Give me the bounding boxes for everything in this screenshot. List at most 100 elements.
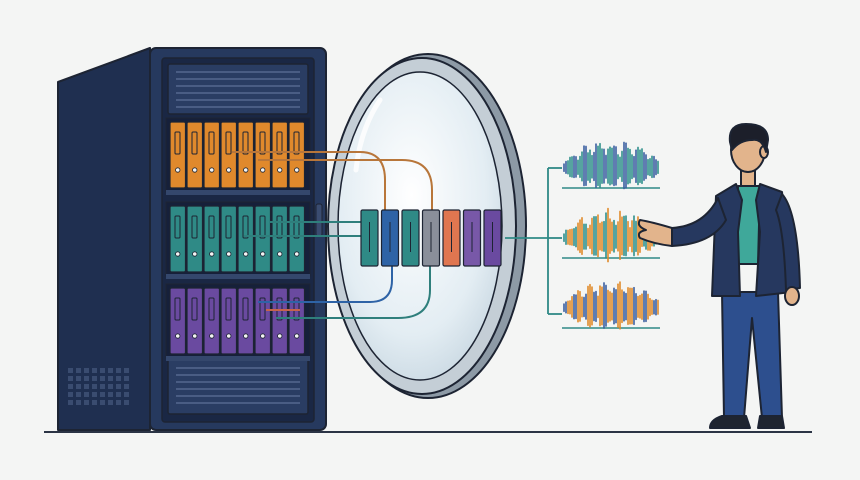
binder-ring-hole xyxy=(277,333,283,339)
binder-label xyxy=(174,131,181,155)
binder xyxy=(288,121,306,189)
lens-highlight xyxy=(353,97,383,173)
side-vent-hole xyxy=(100,368,105,373)
side-vent-hole xyxy=(76,392,81,397)
person-hand-right xyxy=(784,286,800,306)
binder-label xyxy=(208,131,215,155)
binder xyxy=(254,121,272,189)
data-wires xyxy=(232,151,433,319)
binder-label xyxy=(208,215,215,239)
side-vent-hole xyxy=(116,392,121,397)
side-vent-hole xyxy=(92,384,97,389)
binder-label xyxy=(191,131,198,155)
binder-ring-hole xyxy=(294,167,300,173)
binder xyxy=(237,287,255,355)
side-vent-hole xyxy=(108,392,113,397)
person-shoe-left xyxy=(709,415,751,429)
wire-orange-2 xyxy=(258,159,433,212)
binder-label xyxy=(208,297,215,321)
side-vent-hole xyxy=(124,368,129,373)
binder-ring-hole xyxy=(209,167,215,173)
side-vent-hole xyxy=(116,400,121,405)
binder-label xyxy=(259,131,266,155)
binder-ring-hole xyxy=(175,251,181,257)
presenter-person-icon xyxy=(637,123,801,429)
binder xyxy=(186,121,204,189)
binder xyxy=(254,287,272,355)
binder-label xyxy=(276,215,283,239)
binder-ring-hole xyxy=(192,333,198,339)
binder-ring-hole xyxy=(260,167,266,173)
side-vent-hole xyxy=(76,368,81,373)
wire-teal-3 xyxy=(276,266,431,319)
binder-ring-hole xyxy=(226,167,232,173)
side-vent-hole xyxy=(84,368,89,373)
side-vent-hole xyxy=(76,384,81,389)
binder xyxy=(203,287,221,355)
binder xyxy=(288,287,306,355)
server-bottom-vent xyxy=(167,357,309,415)
binder xyxy=(169,121,187,189)
binder xyxy=(254,205,272,273)
binder-label xyxy=(259,297,266,321)
side-vent-hole xyxy=(116,376,121,381)
binder-ring-hole xyxy=(192,167,198,173)
side-vent-hole xyxy=(108,400,113,405)
binder xyxy=(237,121,255,189)
side-vent-hole xyxy=(84,384,89,389)
side-vent-hole xyxy=(124,376,129,381)
server-top-vent xyxy=(167,63,309,115)
wire-blue-1 xyxy=(258,266,393,303)
binder-ring-hole xyxy=(277,167,283,173)
binder xyxy=(169,287,187,355)
side-vent-hole xyxy=(100,376,105,381)
binder xyxy=(220,121,238,189)
side-vent-hole xyxy=(68,400,73,405)
binder-label xyxy=(174,215,181,239)
binder-ring-hole xyxy=(294,333,300,339)
person-hand-left xyxy=(637,219,673,247)
side-vent-hole xyxy=(68,392,73,397)
binder-ring-hole xyxy=(175,333,181,339)
binder-label xyxy=(191,215,198,239)
side-vent-hole xyxy=(68,376,73,381)
binder-label xyxy=(191,297,198,321)
binder-ring-hole xyxy=(243,251,249,257)
binder-ring-hole xyxy=(226,251,232,257)
binder xyxy=(186,287,204,355)
binder-ring-hole xyxy=(243,167,249,173)
shelf-ledge xyxy=(166,356,310,361)
server-rack-icon xyxy=(57,47,327,431)
binder xyxy=(169,205,187,273)
shelf-ledge xyxy=(166,190,310,195)
server-hinge xyxy=(315,203,323,237)
binder-label xyxy=(293,131,300,155)
binder xyxy=(220,205,238,273)
binder-ring-hole xyxy=(209,333,215,339)
binder xyxy=(203,205,221,273)
binder xyxy=(203,121,221,189)
binder-label xyxy=(259,215,266,239)
shelf-ledge xyxy=(166,274,310,279)
binder-label xyxy=(225,131,232,155)
binder xyxy=(186,205,204,273)
side-vent-hole xyxy=(100,400,105,405)
server-side-vent xyxy=(68,368,129,405)
binder-label xyxy=(242,215,249,239)
side-vent-hole xyxy=(92,392,97,397)
binder-label xyxy=(293,215,300,239)
side-vent-hole xyxy=(100,392,105,397)
person-shoe-right xyxy=(757,415,785,429)
lens-glass xyxy=(337,71,503,381)
binder xyxy=(220,287,238,355)
binder-label xyxy=(276,131,283,155)
binder-ring-hole xyxy=(209,251,215,257)
side-vent-hole xyxy=(76,376,81,381)
binder-label xyxy=(174,297,181,321)
binder-ring-hole xyxy=(226,333,232,339)
binder-ring-hole xyxy=(192,251,198,257)
binder-label xyxy=(225,215,232,239)
side-vent-hole xyxy=(116,384,121,389)
server-side-panel xyxy=(57,47,151,431)
